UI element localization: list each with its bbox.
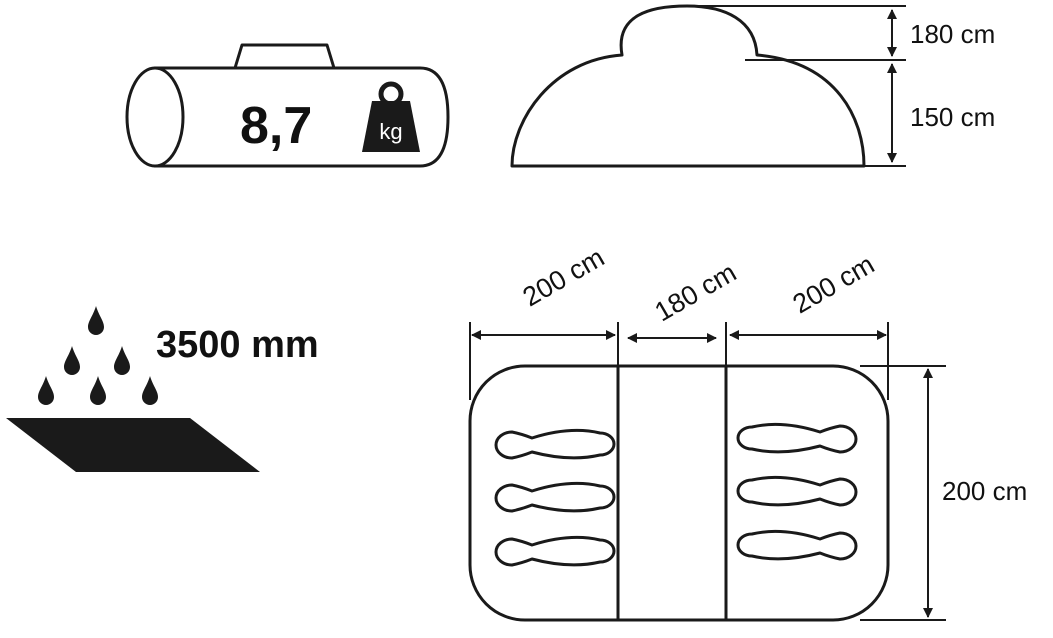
sleeping-bag-icon <box>494 481 616 513</box>
raindrop-icon <box>114 346 130 375</box>
right-width-label: 200 cm <box>788 249 880 319</box>
waterproof-icon <box>6 306 260 472</box>
sleeping-bag-icon <box>494 535 616 567</box>
floor-plan: 200 cm 180 cm 200 cm 200 cm <box>468 242 1027 622</box>
raindrop-icon <box>88 306 104 335</box>
sleeping-bag-icon <box>736 529 858 561</box>
raindrop-icon <box>90 376 106 405</box>
sleeping-bag-icon <box>736 422 858 454</box>
depth-label: 200 cm <box>942 476 1027 506</box>
raindrop-icon <box>64 346 80 375</box>
tent-elevation: 180 cm 150 cm <box>510 4 995 168</box>
bag-weight-value: 8,7 <box>240 97 312 155</box>
raindrop-icon <box>38 376 54 405</box>
center-width-label: 180 cm <box>650 257 742 327</box>
sleeping-bag-icon <box>736 475 858 507</box>
carry-bag: 8,7 kg <box>125 43 450 168</box>
raindrop-icon <box>142 376 158 405</box>
top-height-label: 180 cm <box>910 19 995 49</box>
side-height-label: 150 cm <box>910 102 995 132</box>
kg-label: kg <box>379 119 402 144</box>
waterproof-rating: 3500 mm <box>156 324 319 366</box>
sleeping-bag-icon <box>494 428 616 460</box>
kg-weight-icon: kg <box>362 81 420 152</box>
left-width-label: 200 cm <box>518 242 610 312</box>
